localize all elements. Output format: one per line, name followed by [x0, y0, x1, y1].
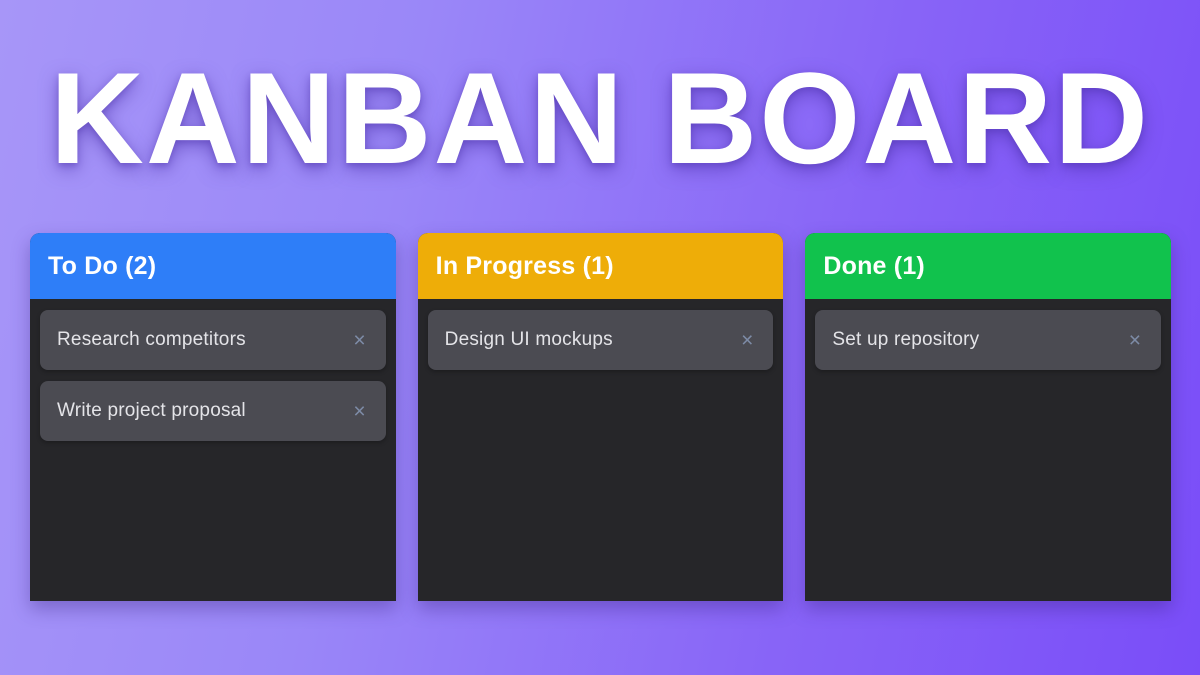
column-in-progress: In Progress (1) Design UI mockups ×: [417, 233, 784, 601]
kanban-board: To Do (2) Research competitors × Write p…: [0, 233, 1200, 601]
close-icon[interactable]: ×: [353, 328, 366, 352]
card-text: Design UI mockups: [444, 329, 613, 350]
close-icon[interactable]: ×: [1128, 328, 1142, 352]
column-in-progress-title: In Progress (1): [435, 251, 614, 280]
column-in-progress-header: In Progress (1): [417, 233, 784, 299]
close-icon[interactable]: ×: [353, 399, 366, 423]
card-research-competitors[interactable]: Research competitors ×: [40, 310, 386, 370]
column-done-header: Done (1): [805, 233, 1172, 299]
column-done: Done (1) Set up repository ×: [805, 233, 1172, 601]
card-design-ui-mockups[interactable]: Design UI mockups ×: [427, 310, 774, 370]
card-text: Research competitors: [57, 329, 246, 350]
column-in-progress-body[interactable]: Design UI mockups ×: [418, 299, 784, 601]
close-icon[interactable]: ×: [741, 328, 754, 352]
column-done-title: Done (1): [823, 251, 925, 280]
column-done-body[interactable]: Set up repository ×: [805, 299, 1171, 601]
card-write-project-proposal[interactable]: Write project proposal ×: [40, 381, 386, 441]
column-todo: To Do (2) Research competitors × Write p…: [30, 233, 396, 601]
column-todo-header: To Do (2): [30, 233, 396, 299]
column-todo-title: To Do (2): [48, 251, 157, 280]
card-text: Set up repository: [832, 329, 980, 350]
card-set-up-repository[interactable]: Set up repository ×: [815, 310, 1162, 370]
column-todo-body[interactable]: Research competitors × Write project pro…: [30, 299, 396, 601]
page-title: KANBAN BOARD: [49, 45, 1151, 191]
card-text: Write project proposal: [57, 400, 246, 421]
